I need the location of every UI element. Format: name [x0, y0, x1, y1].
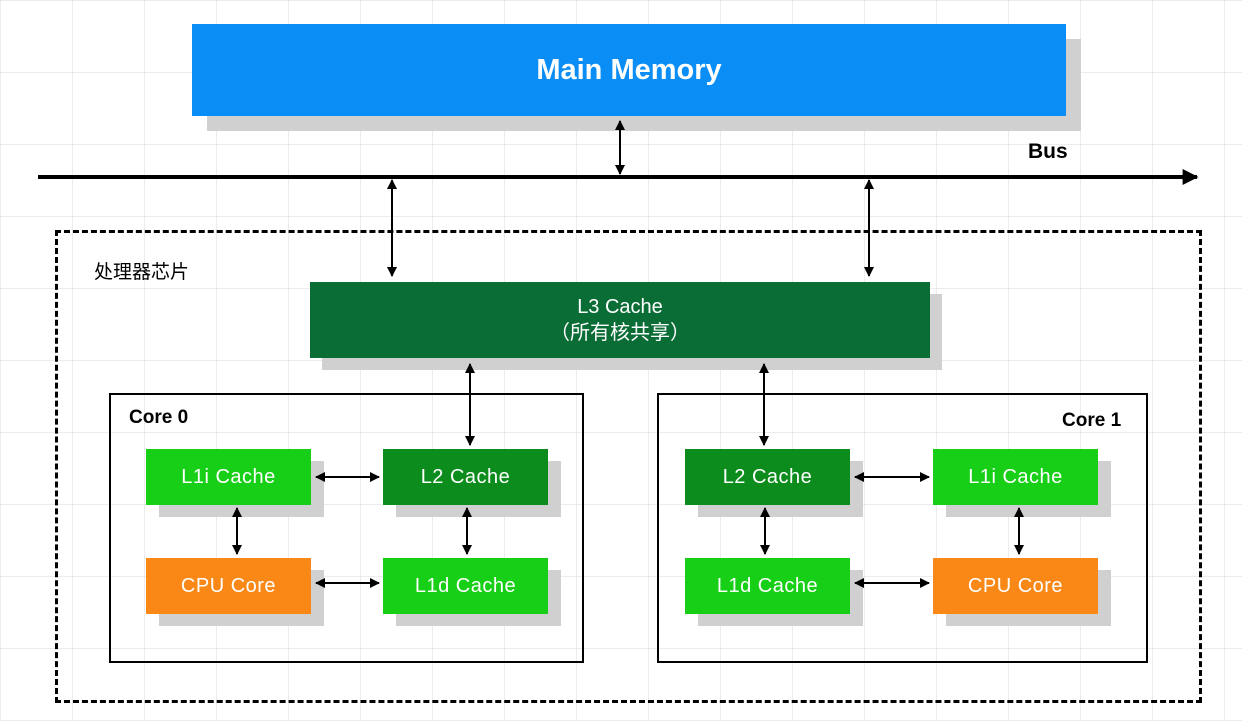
core-0-l1i-label: L1i Cache	[181, 465, 276, 488]
core-1-label: Core 1	[1062, 410, 1122, 431]
core-0-l2-label: L2 Cache	[420, 465, 511, 488]
core-1-l1d-cache: L1d Cache	[685, 558, 850, 614]
core-1-frame	[657, 393, 1148, 663]
core-1-l2-label: L2 Cache	[722, 465, 813, 488]
core-0-l1d-label: L1d Cache	[414, 574, 517, 597]
main-memory-label: Main Memory	[536, 53, 722, 86]
l3-cache-box: L3 Cache （所有核共享）	[310, 282, 930, 358]
core-0-cpu-label: CPU Core	[180, 574, 277, 597]
processor-chip-frame	[55, 230, 1202, 703]
l3-cache-sublabel: （所有核共享）	[550, 322, 690, 344]
core-0-frame	[109, 393, 584, 663]
core-1-l1i-label: L1i Cache	[968, 465, 1063, 488]
core-1-cpu-label: CPU Core	[967, 574, 1064, 597]
core-1-cpu-core: CPU Core	[933, 558, 1098, 614]
core-0-label: Core 0	[129, 407, 189, 428]
core-0-l1d-cache: L1d Cache	[383, 558, 548, 614]
core-0-l1i-cache: L1i Cache	[146, 449, 311, 505]
core-0-cpu-core: CPU Core	[146, 558, 311, 614]
l3-cache-label: L3 Cache	[577, 296, 663, 318]
core-1-l1i-cache: L1i Cache	[933, 449, 1098, 505]
processor-chip-label: 处理器芯片	[94, 261, 190, 283]
core-1-l1d-label: L1d Cache	[716, 574, 819, 597]
bus-label: Bus	[1028, 140, 1068, 163]
core-1-l2-cache: L2 Cache	[685, 449, 850, 505]
main-memory-box: Main Memory	[192, 24, 1066, 116]
core-0-l2-cache: L2 Cache	[383, 449, 548, 505]
